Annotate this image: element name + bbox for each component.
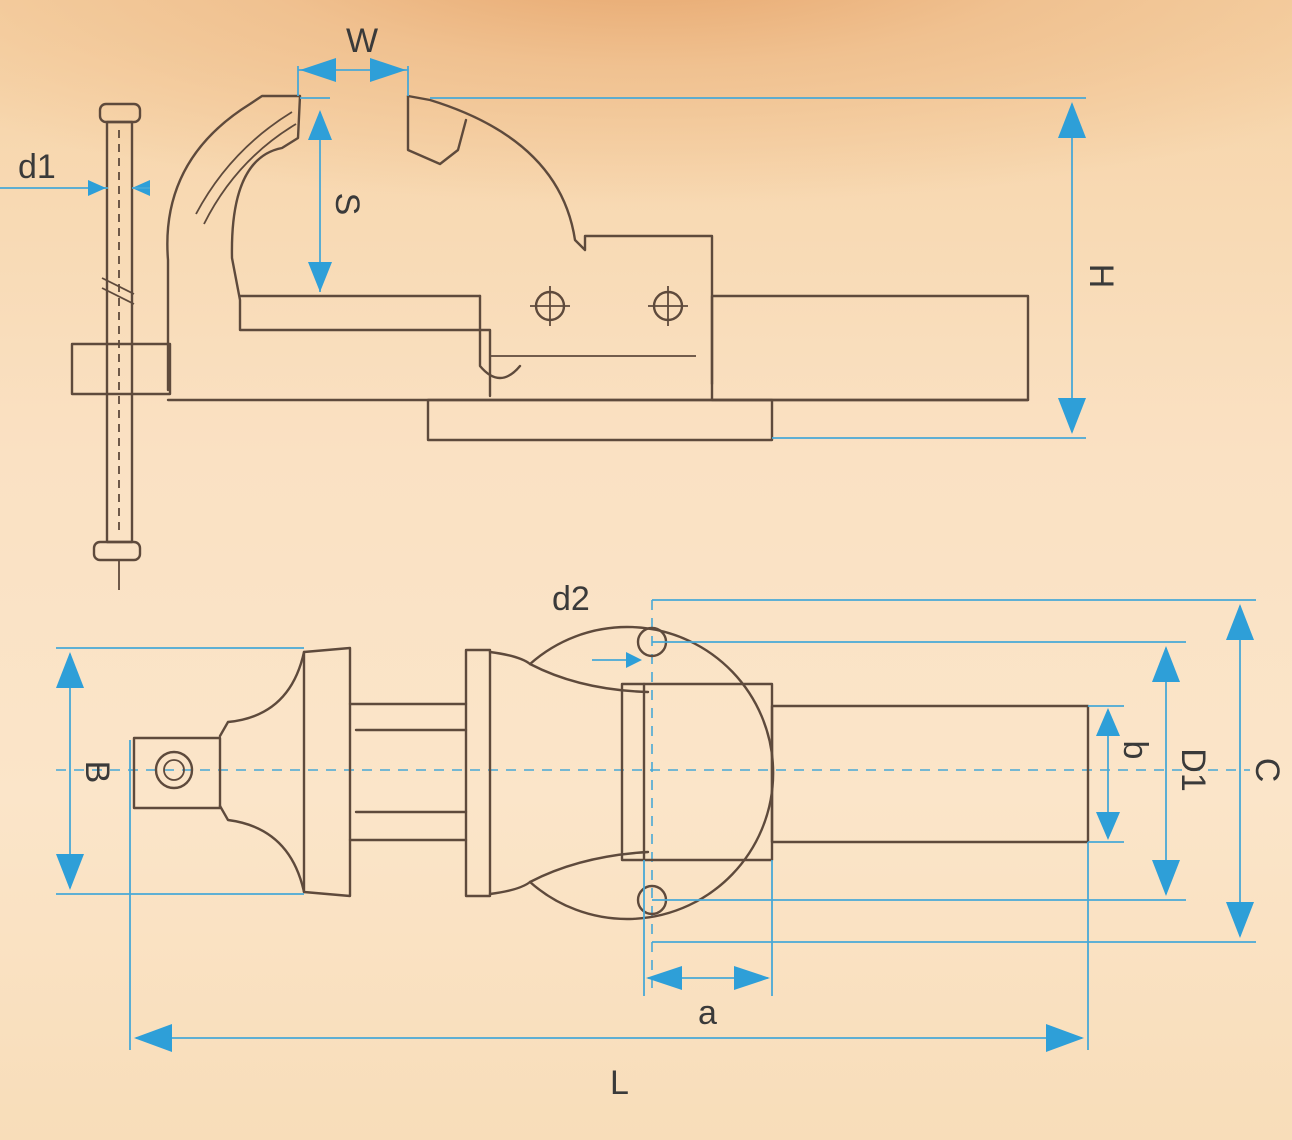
label-c: C <box>1248 758 1286 783</box>
dimension-d1: d1 <box>0 148 150 196</box>
top-view: d2 B b D1 <box>56 580 1286 1102</box>
dimension-b-lower: b <box>1088 705 1154 843</box>
label-a: a <box>698 994 717 1032</box>
dimension-l: L <box>129 740 1089 1102</box>
label-b-upper: B <box>78 761 116 784</box>
dimension-s: S <box>300 97 366 292</box>
handle-screw <box>92 102 142 590</box>
vise-body <box>70 94 1030 442</box>
dimension-d2: d2 <box>552 580 642 668</box>
dimension-w: W <box>297 22 409 96</box>
label-h: H <box>1082 264 1120 289</box>
label-D1: D1 <box>1174 748 1212 791</box>
dimension-d1-top: D1 <box>652 641 1212 901</box>
label-w: W <box>346 22 378 60</box>
dimension-b-upper: B <box>56 647 304 895</box>
label-d2: d2 <box>552 580 590 618</box>
vise-top-outline <box>132 625 1090 921</box>
dimension-c: C <box>652 599 1286 943</box>
label-d1: d1 <box>18 148 56 186</box>
dimension-h: H <box>430 97 1120 439</box>
label-l: L <box>610 1064 629 1102</box>
label-b-lower: b <box>1116 741 1154 760</box>
side-view: W S H d1 <box>0 22 1120 590</box>
dimension-a: a <box>643 860 773 1032</box>
label-s: S <box>328 193 366 216</box>
